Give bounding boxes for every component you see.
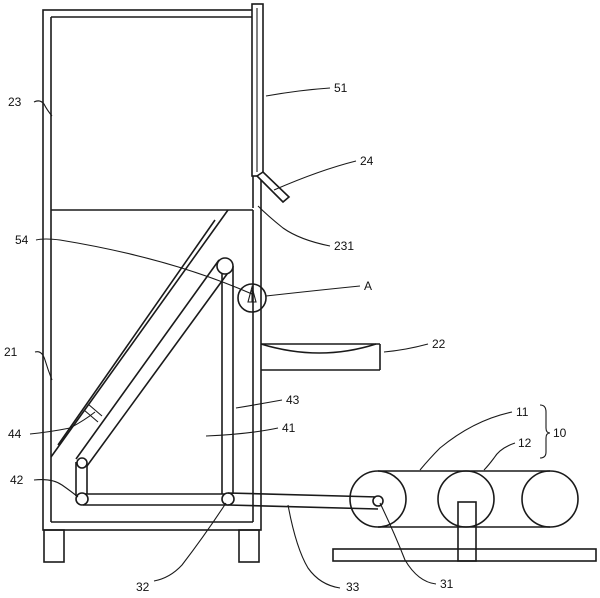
- leader-31: [379, 502, 437, 585]
- label-231: 231: [334, 239, 354, 253]
- cabinet-frame: [42, 9, 262, 563]
- label-51: 51: [334, 81, 348, 95]
- label-33: 33: [346, 580, 360, 594]
- leader-42: [33, 479, 79, 498]
- conveyor-roller-right: [521, 470, 579, 528]
- side-plate-51: [251, 3, 291, 204]
- guide-outer-line: [50, 209, 229, 458]
- label-23: 23: [8, 95, 22, 109]
- guide-bracket-b: [87, 403, 103, 417]
- flap-24: [255, 170, 291, 204]
- roller-32: [221, 492, 235, 506]
- label-44: 44: [8, 427, 22, 441]
- leader-51: [265, 87, 331, 97]
- chute-curve: [260, 343, 377, 354]
- leader-231: [257, 205, 331, 247]
- drive-belt-top: [227, 492, 379, 498]
- conveyor-base: [332, 548, 597, 562]
- lifting-belt-41: [75, 257, 235, 506]
- conveyor-roller-left: [349, 470, 407, 528]
- drive-belt-33: [227, 492, 379, 510]
- label-12: 12: [518, 436, 532, 450]
- outlet-chute-22: [260, 343, 381, 371]
- leader-lines: [29, 87, 516, 589]
- label-a: A: [364, 279, 372, 293]
- label-54: 54: [15, 233, 29, 247]
- cabinet-outer-wall: [42, 9, 262, 531]
- inclined-guide-44: [50, 209, 229, 458]
- label-21: 21: [4, 345, 18, 359]
- conveyor-10: [332, 470, 597, 562]
- leader-11: [419, 411, 513, 471]
- leader-44: [29, 411, 96, 435]
- label-42: 42: [10, 473, 24, 487]
- leader-23: [33, 100, 53, 117]
- label-43: 43: [286, 393, 300, 407]
- leader-54: [35, 238, 253, 295]
- conveyor-roller-middle: [437, 470, 495, 528]
- leader-a: [265, 285, 361, 297]
- brace-10: [539, 404, 551, 459]
- label-11: 11: [516, 405, 529, 419]
- leader-12: [483, 442, 516, 471]
- leader-41: [205, 427, 279, 437]
- belt-diagonal-outer: [75, 259, 220, 460]
- left-upper-roller: [76, 457, 88, 469]
- label-41: 41: [282, 421, 296, 435]
- label-31: 31: [440, 577, 454, 591]
- guide-bracket-a: [83, 409, 99, 423]
- leader-24: [273, 160, 357, 191]
- label-32: 32: [136, 580, 150, 594]
- leader-21: [34, 351, 53, 381]
- belt-diagonal-inner: [86, 269, 231, 467]
- label-10: 10: [553, 426, 567, 440]
- roller-42: [75, 492, 89, 506]
- leader-32: [153, 502, 227, 582]
- detail-circle: [237, 283, 267, 313]
- detail-circle-a: [237, 283, 267, 313]
- left-leg: [43, 529, 65, 563]
- drive-belt-bottom: [227, 504, 379, 510]
- leader-43: [235, 399, 283, 409]
- label-22: 22: [432, 337, 446, 351]
- roller-31: [372, 495, 384, 507]
- top-roller: [216, 257, 234, 275]
- reference-labels: 23 21 54 44 42 32 33 31 51 24 231 A 22 4…: [4, 81, 567, 594]
- leader-33: [287, 504, 341, 589]
- right-leg: [238, 529, 260, 563]
- guide-inner-line: [57, 219, 216, 446]
- label-24: 24: [360, 154, 374, 168]
- leader-22: [383, 343, 429, 353]
- conveyor-support: [457, 501, 477, 562]
